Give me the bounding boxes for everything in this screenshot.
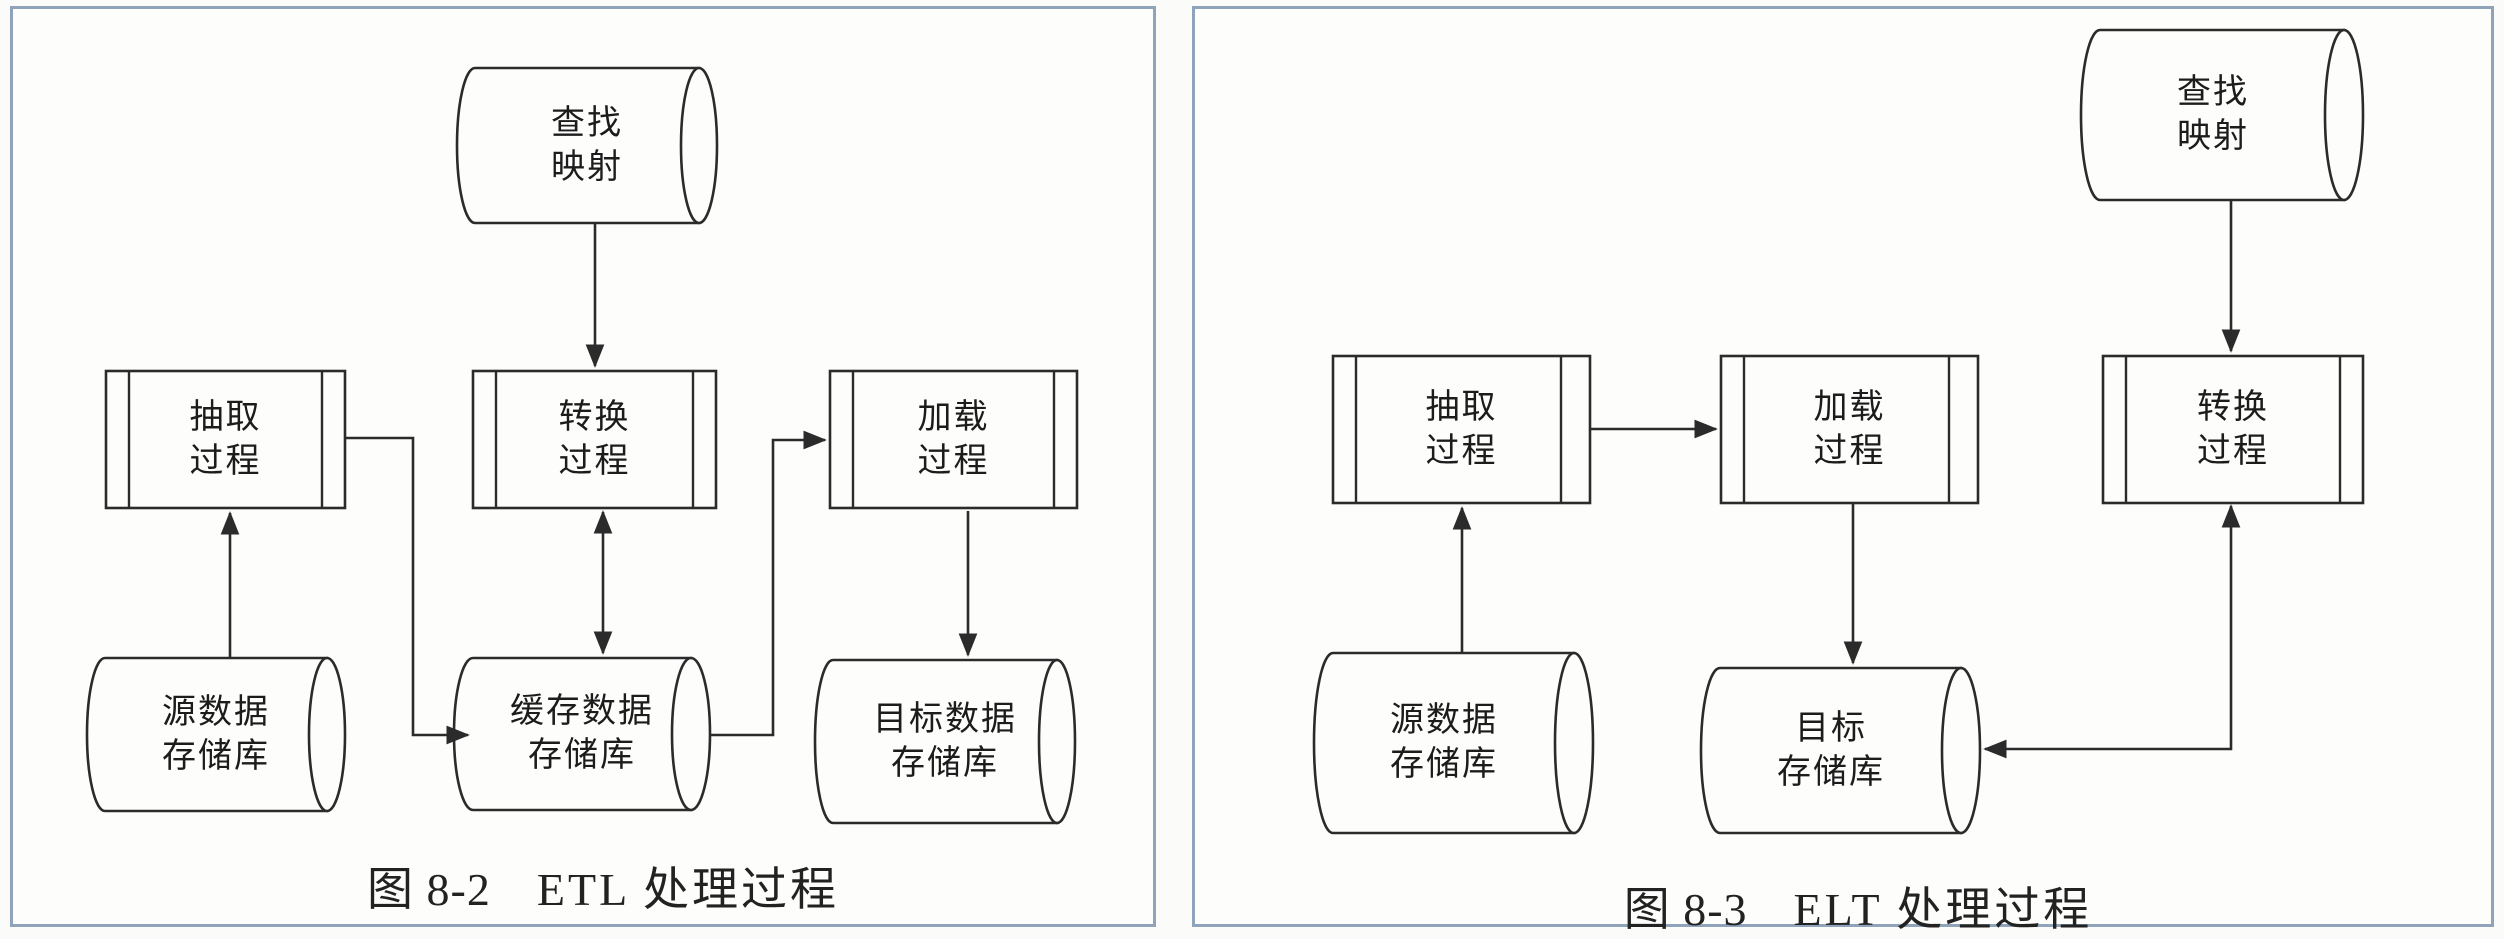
arrow-transform-target-bidirectional [1983, 504, 2241, 759]
load-process-box [828, 369, 1079, 510]
arrow-extract-to-staging [345, 436, 470, 745]
lookup-mapping-cylinder [2079, 28, 2365, 202]
load-process-label: 加载 过程 [917, 398, 990, 480]
elt-figure-panel: 查找 映射 抽取 过程 加载 过程 转换 过程 源数据 存储库 目标 存储库 图… [1192, 6, 2494, 935]
transform-process-label: 转换 过程 [2197, 388, 2269, 470]
extract-process-label: 抽取 过程 [189, 398, 262, 480]
elt-figure-caption: 图 8-3 ELT 处理过程 [1624, 873, 2093, 939]
load-process-box [1719, 354, 1980, 505]
extract-process-box [104, 369, 347, 510]
staging-data-store-label: 缓存数据 存储库 [510, 693, 654, 774]
transform-process-label: 转换 过程 [558, 398, 631, 480]
source-data-store-label: 源数据 存储库 [162, 693, 270, 775]
lookup-mapping-label: 查找 映射 [2177, 74, 2249, 155]
etl-figure-panel: 查找 映射 抽取 过程 转换 过程 加载 过程 源数据 存储库 缓存数据 存储库… [10, 6, 1156, 927]
source-data-store-cylinder [85, 656, 347, 813]
etl-figure-number: 图 8-2 [367, 864, 491, 915]
transform-process-box [471, 369, 718, 510]
target-store-label: 目标 存储库 [1777, 709, 1885, 791]
etl-figure-title: ETL 处理过程 [536, 864, 839, 915]
target-data-store-cylinder [813, 658, 1077, 825]
elt-diagram [1312, 28, 2365, 835]
load-process-label: 加载 过程 [1813, 388, 1886, 470]
target-store-cylinder [1699, 666, 1982, 835]
lookup-mapping-cylinder [455, 66, 719, 225]
extract-process-label: 抽取 过程 [1425, 388, 1498, 470]
elt-figure-title: ELT 处理过程 [1793, 884, 2093, 935]
target-data-store-label: 目标数据 存储库 [873, 700, 1017, 782]
arrow-staging-to-load [710, 430, 827, 737]
transform-process-box [2101, 354, 2365, 505]
etl-figure-caption: 图 8-2 ETL 处理过程 [367, 853, 839, 919]
etl-diagram [85, 66, 1079, 825]
source-data-store-cylinder [1312, 651, 1595, 835]
lookup-mapping-label: 查找 映射 [551, 104, 623, 186]
source-data-store-label: 源数据 存储库 [1390, 702, 1498, 783]
elt-figure-number: 图 8-3 [1623, 884, 1748, 935]
